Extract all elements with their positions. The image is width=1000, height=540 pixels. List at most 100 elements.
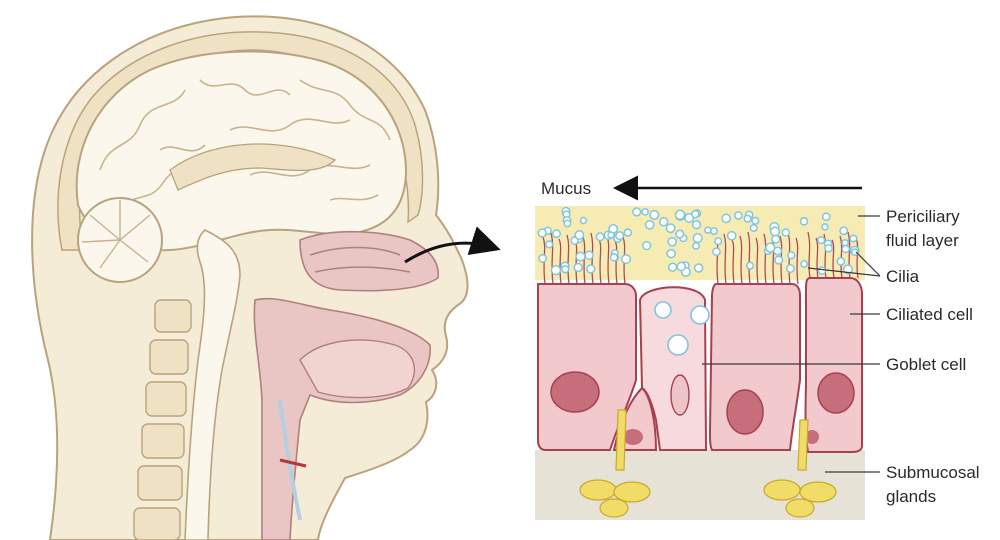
cerebellum: [77, 197, 163, 283]
ciliated-cell-3: [804, 277, 863, 453]
cilium: [747, 231, 751, 285]
mucus-droplet: [550, 264, 562, 276]
trachea: [278, 399, 302, 521]
mucus-droplet: [620, 254, 632, 265]
cilium: [763, 233, 767, 285]
zoom-arrow: [404, 226, 501, 264]
periciliary-label-line2: fluid layer: [886, 231, 959, 250]
mucus-droplet: [666, 248, 676, 259]
mucus-droplet: [676, 261, 687, 272]
mucus-droplet: [675, 229, 685, 239]
vertebrae: [133, 299, 192, 540]
brainstem: [184, 229, 241, 540]
mucus-droplet: [586, 264, 596, 274]
mucus-droplet: [817, 235, 826, 245]
mucus-droplet: [710, 227, 718, 236]
mucus-droplet: [726, 230, 737, 241]
mucus-droplet: [821, 223, 829, 231]
mucus-label: Mucus: [541, 179, 591, 198]
mucus-droplet: [704, 226, 712, 234]
mucus-droplet: [615, 231, 625, 241]
cilium: [558, 238, 562, 285]
cilium: [731, 239, 735, 285]
mucus-droplet: [595, 232, 605, 242]
mucus-droplet: [538, 253, 548, 263]
mucus-droplet: [751, 216, 760, 225]
cilium: [566, 234, 570, 285]
nasal-cavity: [299, 230, 439, 292]
epithelium-detail: [535, 206, 865, 520]
mucus-droplet: [658, 217, 669, 227]
mucus-droplet: [561, 265, 570, 274]
mucus-droplet: [693, 263, 704, 273]
mucus-droplet: [667, 262, 678, 272]
brain-gyri: [99, 79, 391, 211]
mucus-droplet: [692, 233, 703, 244]
cilium: [815, 237, 819, 279]
mucus-droplet: [800, 260, 809, 268]
mucus-droplet: [584, 250, 594, 261]
cilium: [807, 231, 811, 279]
mucus-droplet: [821, 212, 831, 222]
cilium: [779, 235, 783, 285]
mucus-droplet: [537, 228, 547, 238]
mucus-droplet: [692, 241, 700, 250]
corpus-callosum: [169, 143, 337, 191]
mucus-droplet: [771, 234, 781, 244]
cilium: [550, 232, 554, 285]
leader-lines: [702, 215, 881, 473]
mucus-droplet: [691, 209, 700, 219]
cilium: [739, 235, 743, 285]
mucus-droplet: [684, 213, 695, 223]
submucosal-gland-left: [579, 409, 651, 518]
mucus-droplet: [851, 248, 859, 257]
periciliary-label-line1: Periciliary: [886, 207, 960, 226]
mucus-droplet: [765, 242, 776, 253]
mucus-droplet: [644, 219, 655, 230]
mucus-droplets: [537, 206, 860, 277]
mucus-droplet: [574, 230, 585, 240]
nasal-conchae: [309, 246, 411, 273]
mucus-droplet: [691, 220, 702, 230]
mucus-droplet: [563, 219, 572, 228]
mucus-droplet: [609, 253, 619, 262]
cilium: [755, 237, 759, 285]
mucus-droplet: [836, 257, 846, 266]
mucus-droplet: [573, 262, 583, 273]
mucus-droplet: [714, 237, 723, 246]
mucus-droplet: [842, 264, 853, 275]
cilium: [598, 238, 602, 285]
mucus-droplet: [841, 244, 851, 254]
mucus-droplet: [734, 211, 743, 220]
mucus-droplet: [774, 255, 784, 265]
mucus-droplet: [824, 243, 833, 253]
mucus-droplet: [839, 226, 849, 236]
ciliated-cell-label: Ciliated cell: [886, 305, 973, 324]
cilia-label: Cilia: [886, 267, 920, 286]
mucus-droplet: [745, 261, 755, 270]
mucus-droplet: [579, 216, 588, 225]
head-section: [31, 15, 469, 540]
mucus-droplet: [667, 236, 678, 247]
mucus-droplet: [749, 223, 758, 233]
mucus-droplet: [721, 213, 732, 224]
mucus-droplet: [607, 231, 615, 239]
mucus-droplet: [787, 251, 796, 260]
mucus-droplet: [575, 251, 586, 262]
mucus-droplet: [649, 209, 660, 220]
mucus-droplet: [665, 223, 676, 234]
mucus-droplet: [849, 234, 858, 243]
ciliated-cell-1: [537, 283, 637, 451]
submucosal-gland-right: [763, 419, 837, 518]
cilium: [795, 237, 799, 285]
mucus-droplet: [785, 263, 795, 274]
mucus-droplet: [642, 240, 652, 251]
mucus-droplet: [632, 207, 642, 217]
mucus-droplet: [781, 228, 791, 237]
submucosal-label-line2: glands: [886, 487, 936, 506]
cilium: [839, 235, 843, 279]
mucus-droplet: [545, 240, 554, 249]
goblet-cell: [638, 286, 710, 451]
cilium: [831, 239, 835, 279]
